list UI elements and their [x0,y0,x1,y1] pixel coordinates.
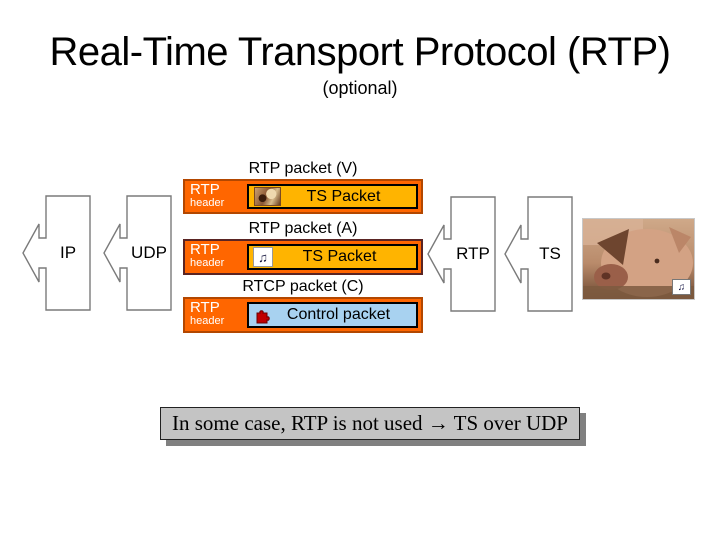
packet-box: RTP header ♫ TS Packet [183,239,423,275]
payload-cell: ♫ TS Packet [247,244,418,270]
payload-cell: TS Packet [247,184,418,209]
protocol-node-ts: TS [503,196,573,312]
left-arrow-box-shape [22,195,91,311]
rtp-header-cell: RTP header [190,242,224,269]
protocol-node-rtp: RTP [426,196,496,312]
protocol-node-label: RTP [456,244,490,263]
packet-title: RTP packet (V) [248,160,358,177]
protocol-node-udp: UDP [102,195,172,311]
rtp-header-label: RTP [190,299,220,316]
packet-control: RTCP packet (C) RTP header Control packe… [183,277,423,333]
protocol-node-ip: IP [21,195,91,311]
payload-label: TS Packet [306,187,381,205]
note-callout: In some case, RTP is not used → TS over … [160,407,580,440]
page-subtitle: (optional) [322,78,398,98]
payload-label: TS Packet [302,248,377,265]
music-notes-icon: ♫ [253,247,273,267]
left-arrow-box-shape [504,196,573,312]
packet-title: RTP packet (A) [248,220,358,237]
pig-photo-art [583,219,694,299]
rtp-header-sublabel: header [190,196,225,209]
rtp-header-cell: RTP header [190,182,224,209]
page-title: Real-Time Transport Protocol (RTP) [49,30,671,74]
packet-video: RTP packet (V) RTP header TS Packet [183,159,423,214]
rtp-header-label: RTP [190,241,220,258]
payload-label: Control packet [286,306,391,323]
puzzle-piece-icon [253,306,271,324]
protocol-node-label: UDP [131,243,167,262]
packet-title: RTCP packet (C) [242,278,364,295]
rtp-header-label: RTP [190,181,220,198]
packet-audio: RTP packet (A) RTP header ♫ TS Packet [183,219,423,275]
protocol-node-label: IP [59,243,77,262]
payload-cell: Control packet [247,302,418,328]
pig-photo: ♫ [582,218,695,300]
left-arrow-box-shape [103,195,172,311]
protocol-node-label: TS [539,244,561,263]
video-frame-icon [254,187,281,206]
music-notes-badge-icon: ♫ [672,279,691,295]
packet-box: RTP header Control packet [183,297,423,333]
rtp-header-sublabel: header [190,314,225,327]
packet-box: RTP header TS Packet [183,179,423,214]
rtp-header-cell: RTP header [190,300,224,327]
rtp-header-sublabel: header [190,256,225,269]
left-arrow-box-shape [427,196,496,312]
